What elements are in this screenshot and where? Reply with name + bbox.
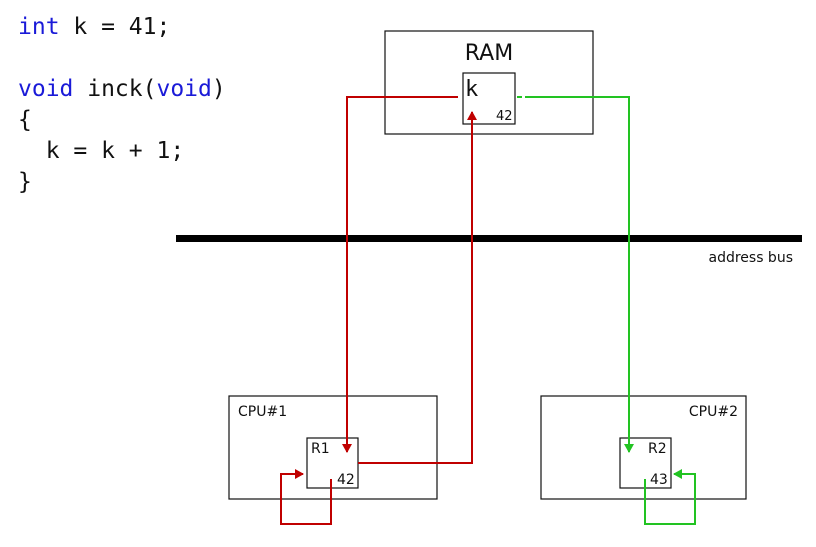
- cpu1-store-arrow: [358, 111, 477, 464]
- ram-cell-k: [462, 72, 516, 125]
- code-text: k = 41;: [59, 14, 171, 40]
- code-line: {: [18, 105, 226, 136]
- code-text: inck(: [73, 76, 157, 102]
- ram-label: RAM: [465, 41, 513, 66]
- cpu1-register-name: R1: [311, 441, 330, 457]
- cpu1-load-arrow: [342, 96, 458, 453]
- code-text: k = k + 1;: [18, 138, 185, 164]
- code-keyword: void: [156, 76, 212, 102]
- code-keyword: void: [18, 76, 74, 102]
- ram-cell-value: 42: [496, 109, 513, 124]
- cpu2-load-arrow: [517, 96, 634, 453]
- code-line: int k = 41;: [18, 12, 226, 43]
- cpu2-register-name: R2: [648, 441, 667, 457]
- address-bus: [176, 235, 802, 242]
- cpu1-label: CPU#1: [238, 404, 287, 420]
- cpu1-register-value: 42: [337, 472, 355, 488]
- ram-box: [384, 30, 594, 135]
- code-listing: int k = 41;void inck(void){ k = k + 1;}: [18, 12, 226, 198]
- cpu1-box: [228, 395, 438, 500]
- address-bus-label: address bus: [708, 250, 793, 266]
- cpu1-increment-arrow: [280, 469, 332, 525]
- code-text: ): [211, 76, 226, 102]
- code-text: {: [18, 107, 32, 133]
- code-text: }: [18, 169, 32, 195]
- ram-cell-name: k: [465, 77, 478, 102]
- code-line: void inck(void): [18, 74, 226, 105]
- cpu2-label: CPU#2: [689, 404, 738, 420]
- code-line: k = k + 1;: [18, 136, 226, 167]
- cpu2-register-value: 43: [650, 472, 668, 488]
- cpu2-box: [540, 395, 747, 500]
- code-keyword: int: [18, 14, 60, 40]
- cpu2-increment-arrow: [644, 469, 696, 525]
- code-line: }: [18, 167, 226, 198]
